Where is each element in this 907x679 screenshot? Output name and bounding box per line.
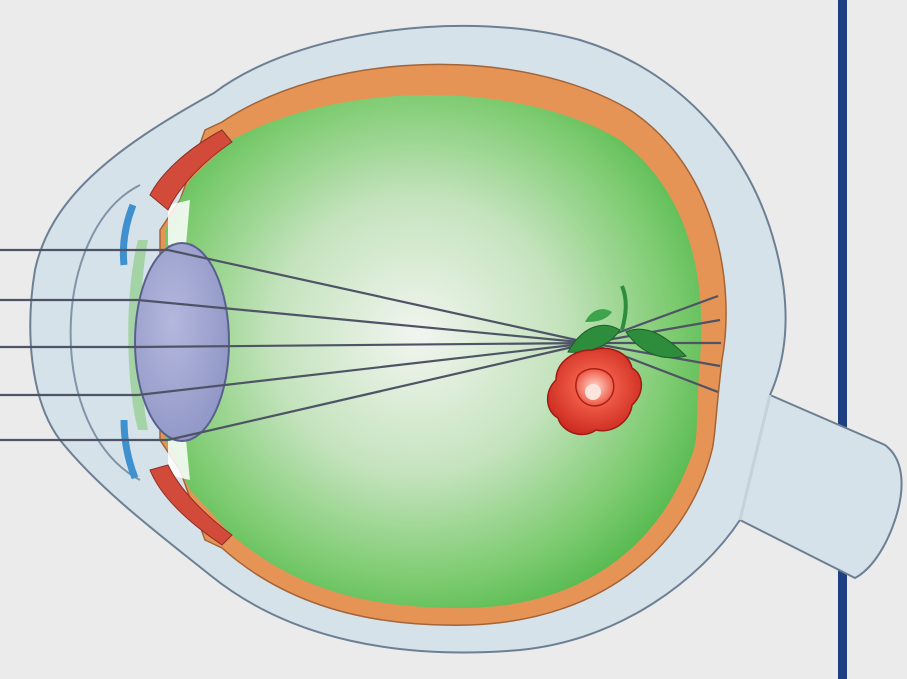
lens bbox=[135, 243, 229, 441]
screen-line bbox=[838, 0, 847, 679]
vitreous-body bbox=[165, 95, 701, 608]
